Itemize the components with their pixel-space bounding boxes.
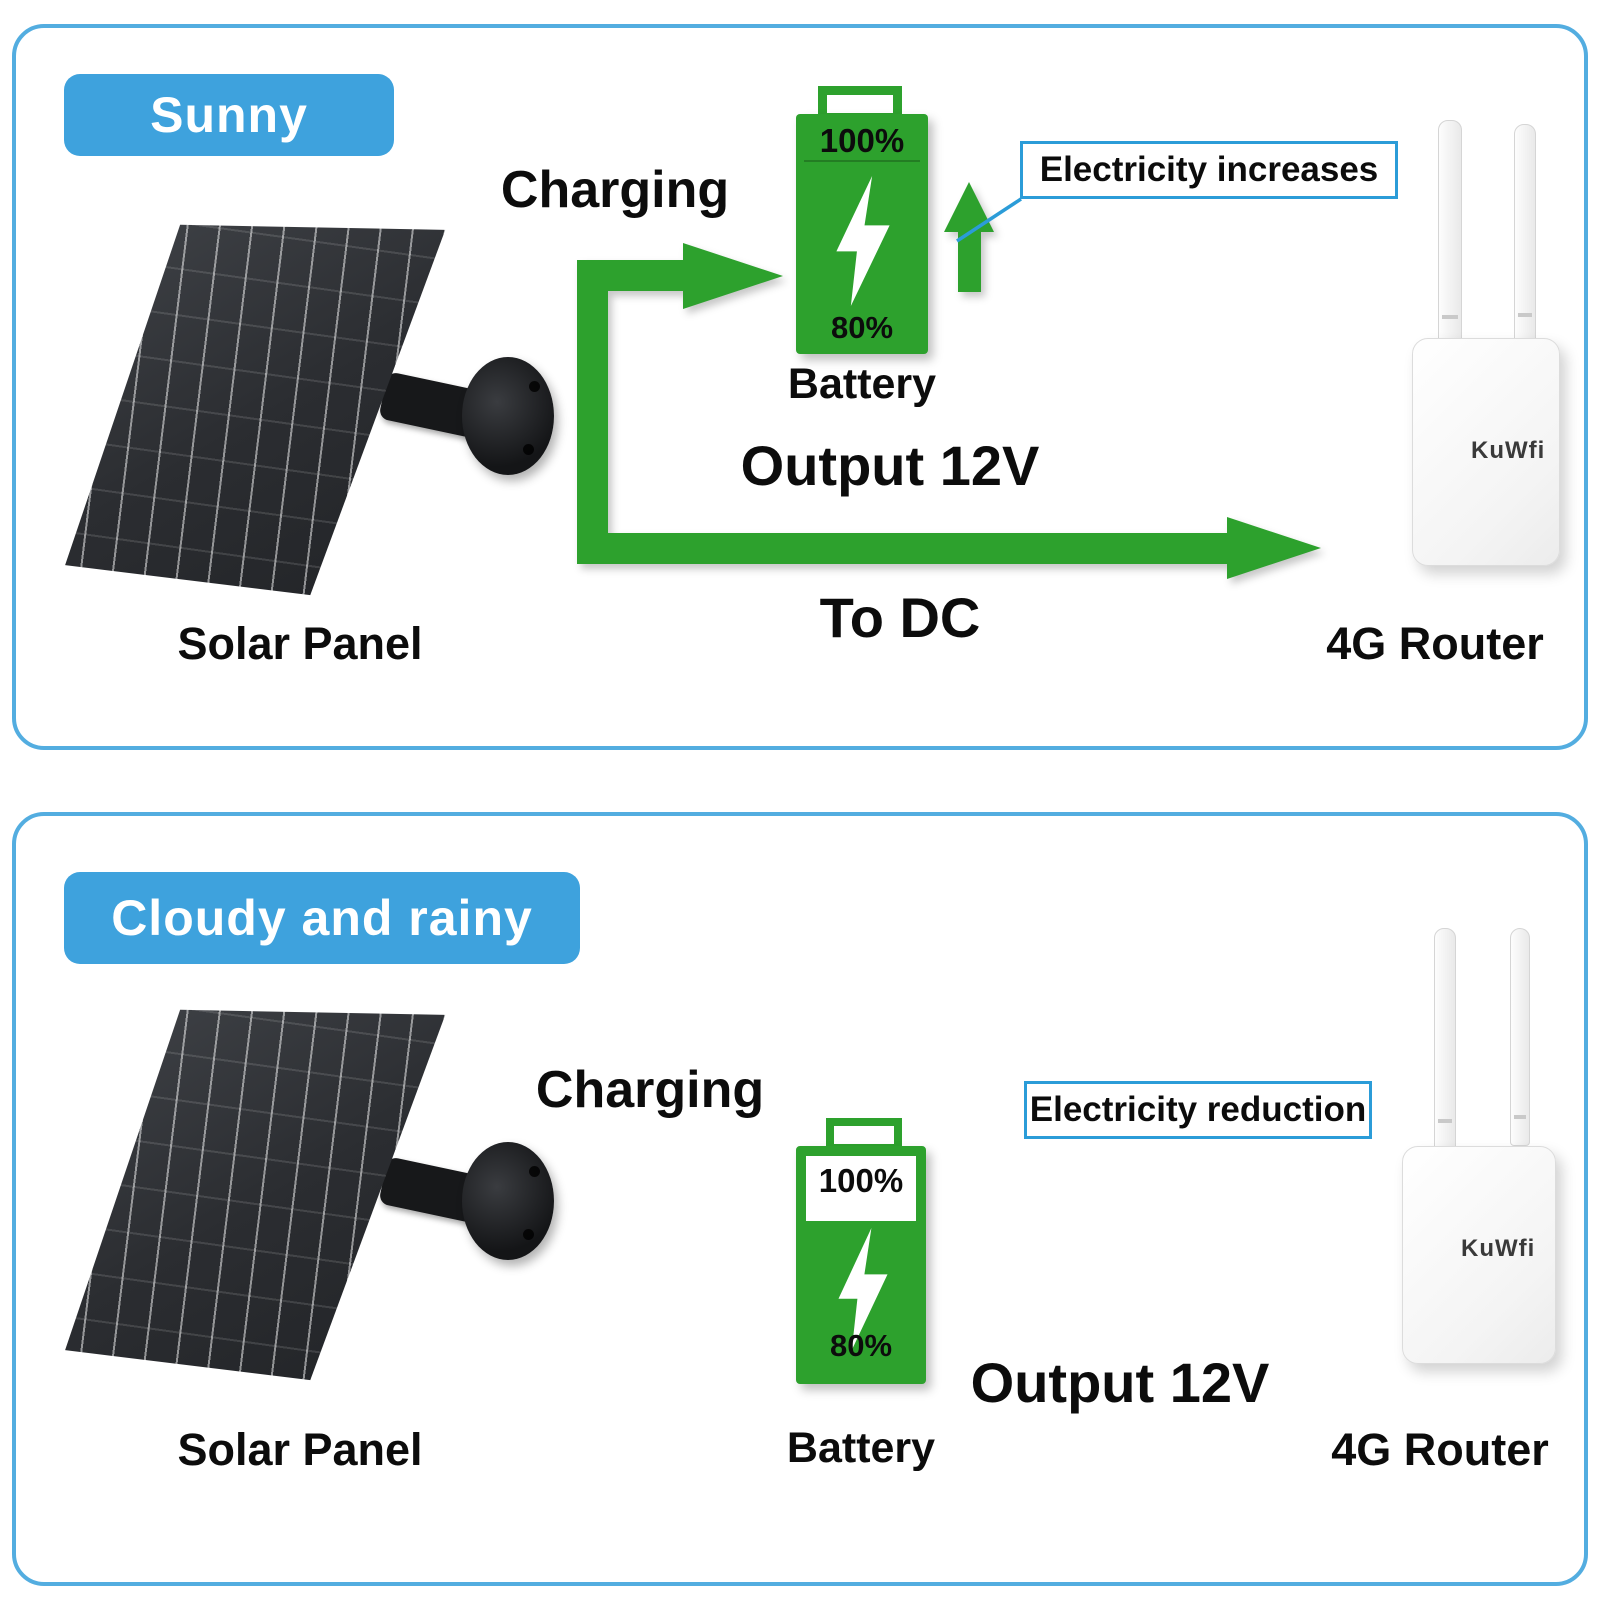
router-antenna-left [1438, 120, 1462, 346]
battery-percent-bottom: 80% [830, 310, 894, 345]
sunny-badge: Sunny [64, 74, 394, 156]
output-12v-label: Output 12V [740, 434, 1040, 497]
battery-icon: 100% 80% [796, 1146, 926, 1384]
router-body: KuWfi [1412, 338, 1560, 566]
solar-panel-label: Solar Panel [177, 1424, 423, 1475]
battery-percent-top: 100% [818, 1162, 904, 1199]
charging-label: Charging [500, 161, 730, 219]
solar-panel-image [30, 990, 570, 1450]
charging-label: Charging [535, 1061, 765, 1119]
callout-electricity-reduction: Electricity reduction [1024, 1081, 1372, 1139]
router-brand: KuWfi [1471, 437, 1546, 464]
output-12v-label: Output 12V [970, 1351, 1270, 1414]
battery-icon: 100% 80% [796, 114, 928, 354]
router-brand: KuWfi [1461, 1235, 1536, 1262]
lightning-bolt-icon [836, 176, 890, 306]
solar-mount-base [462, 357, 554, 475]
solar-panel-image [30, 205, 570, 665]
battery-label: Battery [786, 1424, 936, 1472]
battery-label: Battery [787, 360, 937, 408]
battery-percent-bottom: 80% [829, 1328, 893, 1363]
solar-mount-base [462, 1142, 554, 1260]
router-antenna-left [1434, 928, 1456, 1150]
solar-panel-label: Solar Panel [177, 618, 423, 669]
battery-percent-top: 100% [819, 122, 905, 159]
router-label: 4G Router [1331, 1424, 1549, 1475]
cloudy-badge: Cloudy and rainy [64, 872, 580, 964]
router-antenna-right [1514, 124, 1536, 344]
router-label: 4G Router [1326, 618, 1544, 669]
callout-electricity-increases: Electricity increases [1020, 141, 1398, 199]
router-antenna-right [1510, 928, 1530, 1146]
to-dc-label: To DC [819, 586, 981, 649]
router-body: KuWfi [1402, 1146, 1556, 1364]
